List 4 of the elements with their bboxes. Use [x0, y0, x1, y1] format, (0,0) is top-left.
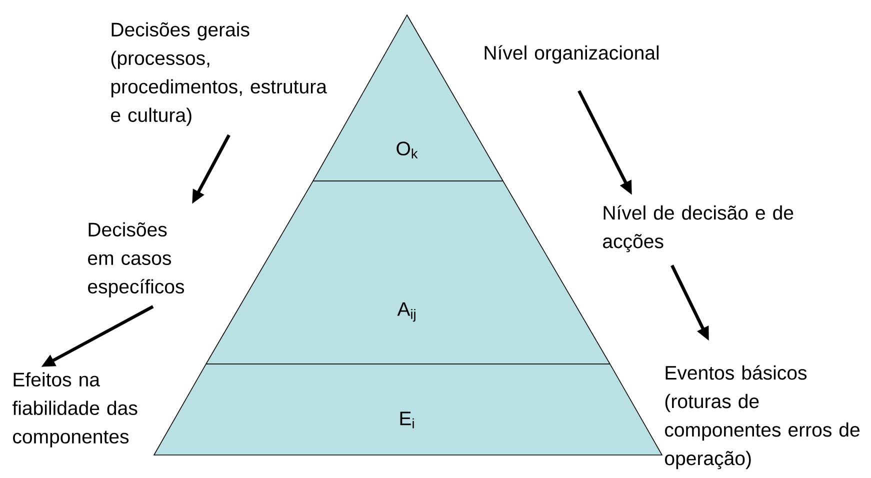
- level-label: Decisões em casos específicos: [88, 222, 184, 298]
- level-label: Eventos básicos (roturas de componentes erros de operação): [665, 365, 860, 470]
- level-label: Efeitos na fiabilidade das componentes: [12, 372, 138, 448]
- level-label: Nível de decisão e de acções: [603, 205, 794, 252]
